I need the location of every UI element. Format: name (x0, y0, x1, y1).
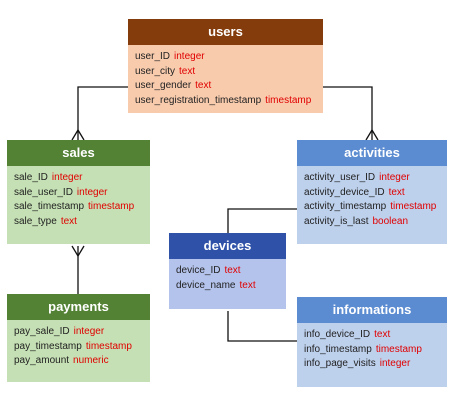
users-table-title: users (128, 19, 323, 45)
field-name: device_ID (176, 265, 221, 276)
field-type: integer (73, 326, 105, 337)
field-type: text (60, 215, 77, 227)
sales-payments-crowfoot-right (77, 245, 85, 257)
users-sales-crowfoot-right (77, 129, 85, 141)
field-name: user_gender (135, 80, 192, 91)
activities-table-title: activities (297, 140, 447, 166)
field-type: text (374, 329, 391, 340)
users-sales-crowfoot-left (71, 129, 79, 141)
field-type: integer (379, 172, 410, 183)
field-name: sale_type (14, 215, 57, 227)
field-name: info_device_ID (304, 329, 371, 340)
informations-table-title: informations (297, 297, 447, 323)
field-type: integer (51, 172, 83, 183)
field-type: integer (174, 51, 205, 62)
field-type: text (179, 65, 196, 77)
users-activities-crowfoot-right (371, 129, 379, 141)
field-type: text (195, 80, 212, 91)
field-name: activity_device_ID (304, 186, 385, 198)
field-name: user_ID (135, 51, 171, 62)
field-name: pay_sale_ID (14, 326, 70, 337)
field-type: integer (76, 186, 108, 198)
field-type: text (239, 279, 256, 291)
field-name: info_timestamp (304, 343, 372, 355)
field-type: timestamp (375, 343, 422, 355)
payments-table-title: payments (7, 294, 150, 320)
field-name: device_name (176, 279, 236, 291)
field-type: timestamp (390, 201, 437, 212)
devices-table-title: devices (169, 233, 286, 259)
devices-activities-connector (227, 208, 297, 233)
field-type: integer (379, 358, 411, 369)
users-sales-connector (77, 86, 128, 140)
field-type: text (388, 186, 405, 198)
field-name: activity_timestamp (304, 201, 387, 212)
field-name: pay_amount (14, 355, 70, 366)
field-type: text (224, 265, 241, 276)
field-name: sale_timestamp (14, 201, 85, 212)
field-type: numeric (73, 355, 109, 366)
field-type: timestamp (265, 94, 312, 106)
field-type: boolean (372, 215, 409, 227)
users-activities-connector (323, 86, 373, 140)
devices-informations-connector (227, 311, 297, 342)
field-type: timestamp (88, 201, 135, 212)
sales-payments-crowfoot-left (71, 245, 79, 257)
field-name: user_city (135, 65, 176, 77)
users-activities-crowfoot-left (365, 129, 373, 141)
field-name: activity_is_last (304, 215, 369, 227)
field-name: pay_timestamp (14, 340, 82, 352)
field-name: user_registration_timestamp (135, 94, 262, 106)
field-type: timestamp (85, 340, 132, 352)
field-name: activity_user_ID (304, 172, 376, 183)
sales-table-title: sales (7, 140, 150, 166)
field-name: sale_user_ID (14, 186, 73, 198)
field-name: sale_ID (14, 172, 48, 183)
field-name: info_page_visits (304, 358, 376, 369)
